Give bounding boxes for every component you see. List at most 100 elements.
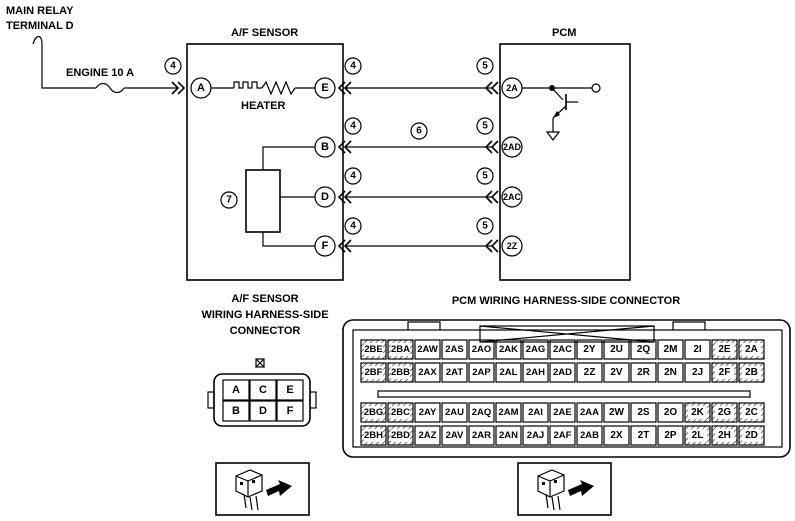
pcm-connector-cell xyxy=(657,402,684,423)
af-connector-label-line1: A/F SENSOR xyxy=(231,293,298,305)
pcm-connector-cell xyxy=(468,402,495,423)
pcm-connector-cell xyxy=(711,362,738,383)
pcm-cell-hatch-inner xyxy=(688,429,707,442)
pcm-connector-cell-label: 2N xyxy=(664,367,677,378)
pcm-title: PCM xyxy=(552,27,576,39)
pcm-connector-cell-label: 2AJ xyxy=(527,430,544,441)
pcm-connector-cell xyxy=(576,425,603,446)
af-connector-cell xyxy=(249,379,277,401)
pcm-connector-cell xyxy=(684,402,711,423)
pcm-connector-cell-label: 2H xyxy=(718,430,731,441)
pcm-cell-hatch-inner xyxy=(715,406,734,419)
pcm-connector-cell-label: 2J xyxy=(692,367,703,378)
pcm-connector-cell xyxy=(603,362,630,383)
callout-five-2z: 5 xyxy=(482,221,488,232)
pcm-heater-driver xyxy=(522,83,601,141)
pcm-connector-cell-label: 2K xyxy=(691,407,705,418)
pcm-connector-cell-label: 2I xyxy=(693,344,702,355)
af-pin-e: E xyxy=(321,82,328,94)
pcm-cell-hatch-inner xyxy=(364,366,383,379)
sensing-element xyxy=(245,146,315,247)
pcm-connector-cell xyxy=(441,402,468,423)
callout-four-b: 4 xyxy=(350,121,356,132)
pcm-box xyxy=(499,43,631,281)
pcm-connector-cell-label: 2AC xyxy=(553,344,572,355)
pcm-pins: 2A 2AD 2AC 2Z xyxy=(501,77,523,257)
pcm-connector-label: PCM WIRING HARNESS-SIDE CONNECTOR xyxy=(452,295,680,307)
pcm-connector-cell-label: 2AV xyxy=(446,430,464,441)
pcm-connector-cell xyxy=(684,425,711,446)
pcm-connector-cell xyxy=(711,425,738,446)
callout-five-2a: 5 xyxy=(482,61,488,72)
engine-fuse-label: ENGINE 10 A xyxy=(66,67,134,79)
pcm-connector-cell-label: 2BC xyxy=(391,407,410,418)
pcm-connector-cell-label: 2BD xyxy=(391,430,410,441)
pcm-connector-cell-label: 2M xyxy=(664,344,678,355)
pcm-connector-cell-label: 2AA xyxy=(580,407,599,418)
af-connector-cell xyxy=(249,400,277,422)
pcm-connector-cell-label: 2E xyxy=(718,344,731,355)
pcm-connector-cell xyxy=(414,362,441,383)
pcm-connector-cell xyxy=(495,362,522,383)
pcm-connector-cell xyxy=(360,362,387,383)
pcm-connector-cell-label: 2C xyxy=(745,407,758,418)
af-connector-cell xyxy=(222,400,250,422)
pcm-connector-cell-label: 2AO xyxy=(472,344,492,355)
pcm-connector-cell-label: 2AY xyxy=(419,407,437,418)
pcm-connector-cell xyxy=(657,425,684,446)
pcm-connector-cell xyxy=(576,362,603,383)
pcm-connector-cell xyxy=(387,402,414,423)
pcm-cell-hatch-inner xyxy=(391,343,410,356)
pcm-connector-cell-label: 2F xyxy=(719,367,731,378)
af-connector-cell-label: B xyxy=(232,405,240,417)
pcm-connector-cell xyxy=(684,339,711,360)
pcm-cell-hatch-inner xyxy=(715,429,734,442)
pcm-connector-cell xyxy=(603,339,630,360)
pcm-connector-cell-label: 2X xyxy=(610,430,623,441)
pcm-connector-cell-label: 2P xyxy=(664,430,677,441)
callout-four-fuse: 4 xyxy=(170,61,176,72)
pcm-connector-cell xyxy=(360,402,387,423)
pcm-connector-cell xyxy=(414,339,441,360)
pcm-connector-cell-label: 2B xyxy=(745,367,758,378)
pcm-connector-cell-label: 2G xyxy=(718,407,732,418)
pcm-connector-cell-label: 2BE xyxy=(364,344,382,355)
callout-four-e: 4 xyxy=(350,61,356,72)
pcm-connector-cell-label: 2AZ xyxy=(419,430,437,441)
pcm-connector-cell xyxy=(414,402,441,423)
pcm-connector-cell-label: 2AE xyxy=(553,407,571,418)
pcm-connector-cell xyxy=(738,425,765,446)
pcm-connector-cell-label: 2AG xyxy=(526,344,546,355)
pcm-connector-cell-label: 2Q xyxy=(637,344,651,355)
pcm-connector-cell-label: 2D xyxy=(745,430,758,441)
pcm-connector-cell-label: 2AN xyxy=(499,430,518,441)
af-connector-cell-label: A xyxy=(232,384,240,396)
pcm-connector-cell-label: 2BG xyxy=(364,407,384,418)
pcm-connector-cell-label: 2AT xyxy=(446,367,463,378)
pcm-connector-cell-label: 2AW xyxy=(417,344,438,355)
pcm-connector-cell-label: 2O xyxy=(664,407,678,418)
callout-five-2ac: 5 xyxy=(482,171,488,182)
af-pin-a: A xyxy=(197,82,205,94)
pcm-connector-cell-label: 2AX xyxy=(418,367,437,378)
pcm-pin-2a: 2A xyxy=(506,83,518,93)
af-connector-label-line2: WIRING HARNESS-SIDE xyxy=(201,309,328,321)
pcm-connector-cell-label: 2AI xyxy=(528,407,543,418)
pcm-connector-cell xyxy=(657,339,684,360)
pcm-connector-cell xyxy=(441,362,468,383)
pcm-connector-cell-label: 2BA xyxy=(391,344,410,355)
af-connector-view-icon xyxy=(215,462,310,516)
af-connector-label-line3: CONNECTOR xyxy=(230,325,301,337)
af-connector-cell-label: E xyxy=(286,384,293,396)
pcm-connector-cell xyxy=(657,362,684,383)
pcm-connector-cell xyxy=(522,362,549,383)
pcm-connector-cell xyxy=(711,402,738,423)
pcm-connector-cell-label: 2AK xyxy=(499,344,518,355)
main-relay-feed xyxy=(32,35,186,95)
pcm-cell-hatch-inner xyxy=(391,429,410,442)
pcm-connector-cell xyxy=(468,339,495,360)
pcm-connector-cell xyxy=(522,339,549,360)
pcm-connector-cell-label: 2Z xyxy=(584,367,596,378)
pcm-connector-cell xyxy=(468,425,495,446)
